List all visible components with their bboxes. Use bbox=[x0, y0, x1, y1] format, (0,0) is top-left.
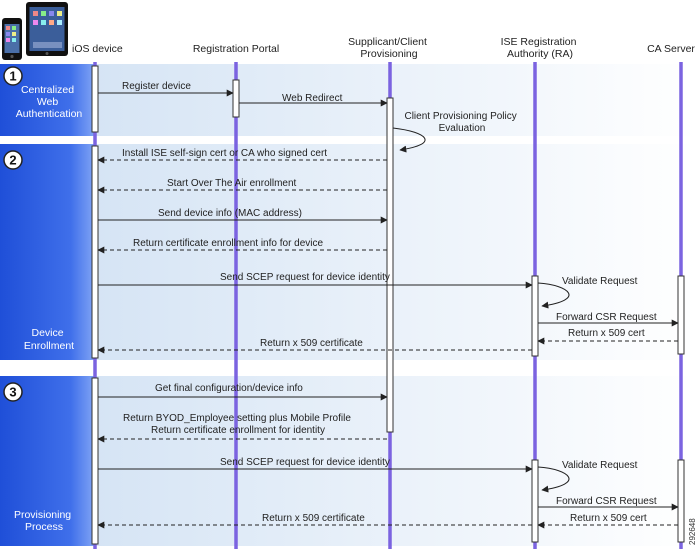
participant-label-ca: CA Server bbox=[647, 43, 695, 55]
phase-label-1: Centralized Web Authentication bbox=[16, 84, 83, 120]
message-label-forward-csr-1: Forward CSR Request bbox=[556, 312, 657, 323]
activation-ise-2 bbox=[531, 459, 539, 543]
message-label-return-certificate-1: Return x 509 certificate bbox=[260, 338, 363, 349]
message-label-web-redirect: Web Redirect bbox=[282, 93, 343, 104]
message-label-register-device: Register device bbox=[122, 81, 191, 92]
phase-label-2: Device Enrollment bbox=[24, 327, 74, 352]
phase-badge-2: 2 bbox=[3, 150, 23, 170]
message-label-get-final-config: Get final configuration/device info bbox=[155, 383, 303, 394]
message-label-policy-evaluation-line-2: Evaluation bbox=[439, 123, 486, 134]
participant-label-supp: Supplicant/Client Provisioning bbox=[348, 36, 430, 60]
ipad-icon bbox=[26, 2, 68, 56]
activation-ios-1 bbox=[91, 65, 99, 133]
phase-label-3-line-2: Process bbox=[25, 521, 63, 533]
iphone-icon bbox=[2, 18, 22, 60]
activation-ios-3 bbox=[91, 377, 99, 545]
activation-supp bbox=[386, 97, 394, 433]
message-label-return-cert-2: Return x 509 cert bbox=[570, 513, 647, 524]
phase-badge-3: 3 bbox=[3, 382, 23, 402]
figure-id: 292648 bbox=[688, 518, 697, 545]
phase-band-3 bbox=[0, 376, 696, 546]
phase-label-1-line-3: Authentication bbox=[16, 108, 83, 120]
activation-ca-1 bbox=[677, 275, 685, 355]
message-arrow-validate-request-1 bbox=[537, 282, 570, 309]
message-arrow-validate-request-2 bbox=[537, 466, 570, 493]
message-label-forward-csr-2: Forward CSR Request bbox=[556, 496, 657, 507]
phase-band-2 bbox=[0, 144, 696, 360]
activation-ise-1 bbox=[531, 275, 539, 357]
device-illustrations bbox=[2, 2, 68, 60]
message-label-return-enrollment-info: Return certificate enrollment info for d… bbox=[133, 238, 324, 249]
phase-band-1 bbox=[0, 64, 696, 136]
participant-label-ios: iOS device bbox=[72, 43, 123, 55]
participant-label-ise-line-1: ISE Registration bbox=[501, 36, 577, 48]
participant-label-supp-line-1: Supplicant/Client bbox=[348, 36, 427, 48]
message-arrow-policy-evaluation bbox=[392, 127, 426, 153]
message-label-validate-request-1: Validate Request bbox=[562, 276, 638, 287]
phase-label-1-line-1: Centralized bbox=[21, 84, 74, 96]
message-label-validate-request-2: Validate Request bbox=[562, 460, 638, 471]
phase-label-2-line-2: Enrollment bbox=[24, 340, 74, 352]
participant-label-ise-line-2: Authority (RA) bbox=[507, 48, 573, 60]
activation-portal bbox=[232, 79, 240, 118]
phase-label-2-line-1: Device bbox=[31, 327, 63, 339]
message-label-policy-evaluation-line-1: Client Provisioning Policy bbox=[404, 111, 516, 122]
phase-badge-1: 1 bbox=[3, 66, 23, 86]
activation-ca-2 bbox=[677, 459, 685, 543]
message-label-policy-evaluation: Client Provisioning Policy Evaluation bbox=[404, 111, 519, 134]
message-label-scep-request-1: Send SCEP request for device identity bbox=[220, 272, 390, 283]
message-label-return-byod-settings-line-2: Return certificate enrollment for identi… bbox=[151, 425, 325, 436]
phase-number-3: 3 bbox=[9, 385, 16, 400]
message-label-install-cert: Install ISE self-sign cert or CA who sig… bbox=[122, 148, 327, 159]
phase-label-3: Provisioning Process bbox=[14, 509, 74, 533]
message-label-scep-request-2: Send SCEP request for device identity bbox=[220, 457, 390, 468]
phase-number-1: 1 bbox=[9, 69, 16, 84]
message-label-return-cert-1: Return x 509 cert bbox=[568, 328, 645, 339]
phase-label-3-line-1: Provisioning bbox=[14, 509, 71, 521]
message-label-send-device-info: Send device info (MAC address) bbox=[158, 208, 302, 219]
activation-ios-2 bbox=[91, 145, 99, 359]
participant-label-supp-line-2: Provisioning bbox=[360, 48, 417, 60]
message-label-return-byod-settings-line-1: Return BYOD_Employee setting plus Mobile… bbox=[123, 413, 351, 424]
message-label-ota-enrollment: Start Over The Air enrollment bbox=[167, 178, 297, 189]
participant-label-portal: Registration Portal bbox=[193, 43, 279, 55]
phase-number-2: 2 bbox=[9, 153, 16, 168]
participant-label-ise: ISE Registration Authority (RA) bbox=[501, 36, 580, 60]
message-label-return-certificate-2: Return x 509 certificate bbox=[262, 513, 365, 524]
message-label-return-byod-settings: Return BYOD_Employee setting plus Mobile… bbox=[123, 413, 354, 436]
phase-label-1-line-2: Web bbox=[37, 96, 59, 108]
